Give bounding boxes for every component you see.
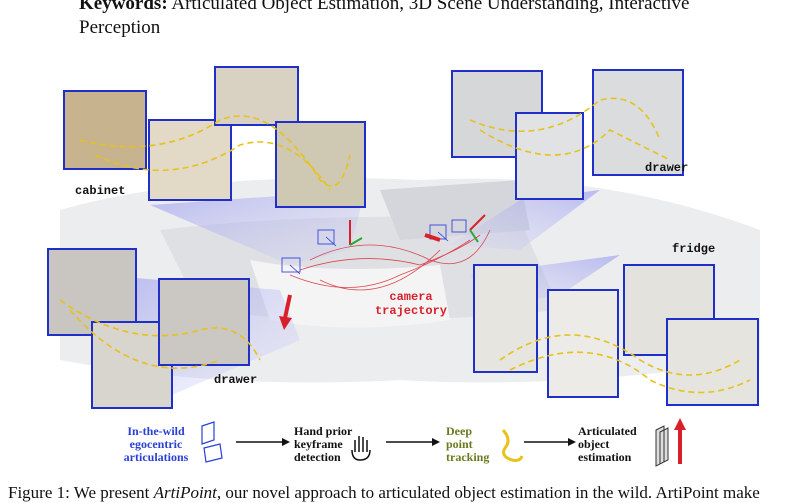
pipeline-step-hand-prior: Hand prior keyframe detection (294, 424, 353, 464)
frames-fridge (473, 264, 759, 406)
pipeline-icons (201, 418, 686, 467)
pipeline-step-in-the-wild: In-the-wild egocentric articulations (123, 424, 189, 464)
camera-frustums (281, 219, 467, 275)
pipeline-step-deep-tracking: Deep point tracking (446, 424, 490, 464)
keywords-text: Articulated Object Estimation, 3D Scene … (171, 0, 690, 14)
keywords-label: Keywords: (79, 0, 168, 14)
camera-trajectory-lines (289, 229, 491, 291)
keywords-paragraph: Keywords: Articulated Object Estimation,… (79, 0, 779, 40)
frames-drawer-bottom (47, 248, 250, 409)
frames-cabinet (63, 66, 366, 208)
label-drawer-bottom: drawer (214, 373, 258, 387)
camera-trajectory-label: camera trajectory (374, 290, 447, 318)
label-fridge: fridge (672, 242, 716, 256)
projection-fan-cabinet (150, 190, 365, 265)
hand-icon (351, 436, 371, 461)
keywords-text-line2: Perception (79, 17, 161, 38)
axis-markers (279, 214, 486, 330)
label-drawer-top: drawer (645, 161, 689, 175)
point-tracks (59, 97, 751, 394)
figure-illustration (47, 66, 760, 467)
egocentric-frames-icon (201, 421, 223, 463)
method-name: ArtiPoint (153, 483, 217, 502)
track-squiggle-icon (501, 428, 524, 462)
pipeline-step-articulated-estimation: Articulated object estimation (578, 424, 637, 464)
figure-1: cabinet drawer fridge drawer camera traj… (0, 60, 791, 470)
figure-caption: Figure 1: We present ArtiPoint, our nove… (8, 483, 760, 502)
label-cabinet: cabinet (75, 184, 126, 198)
articulated-object-icon (655, 425, 669, 467)
